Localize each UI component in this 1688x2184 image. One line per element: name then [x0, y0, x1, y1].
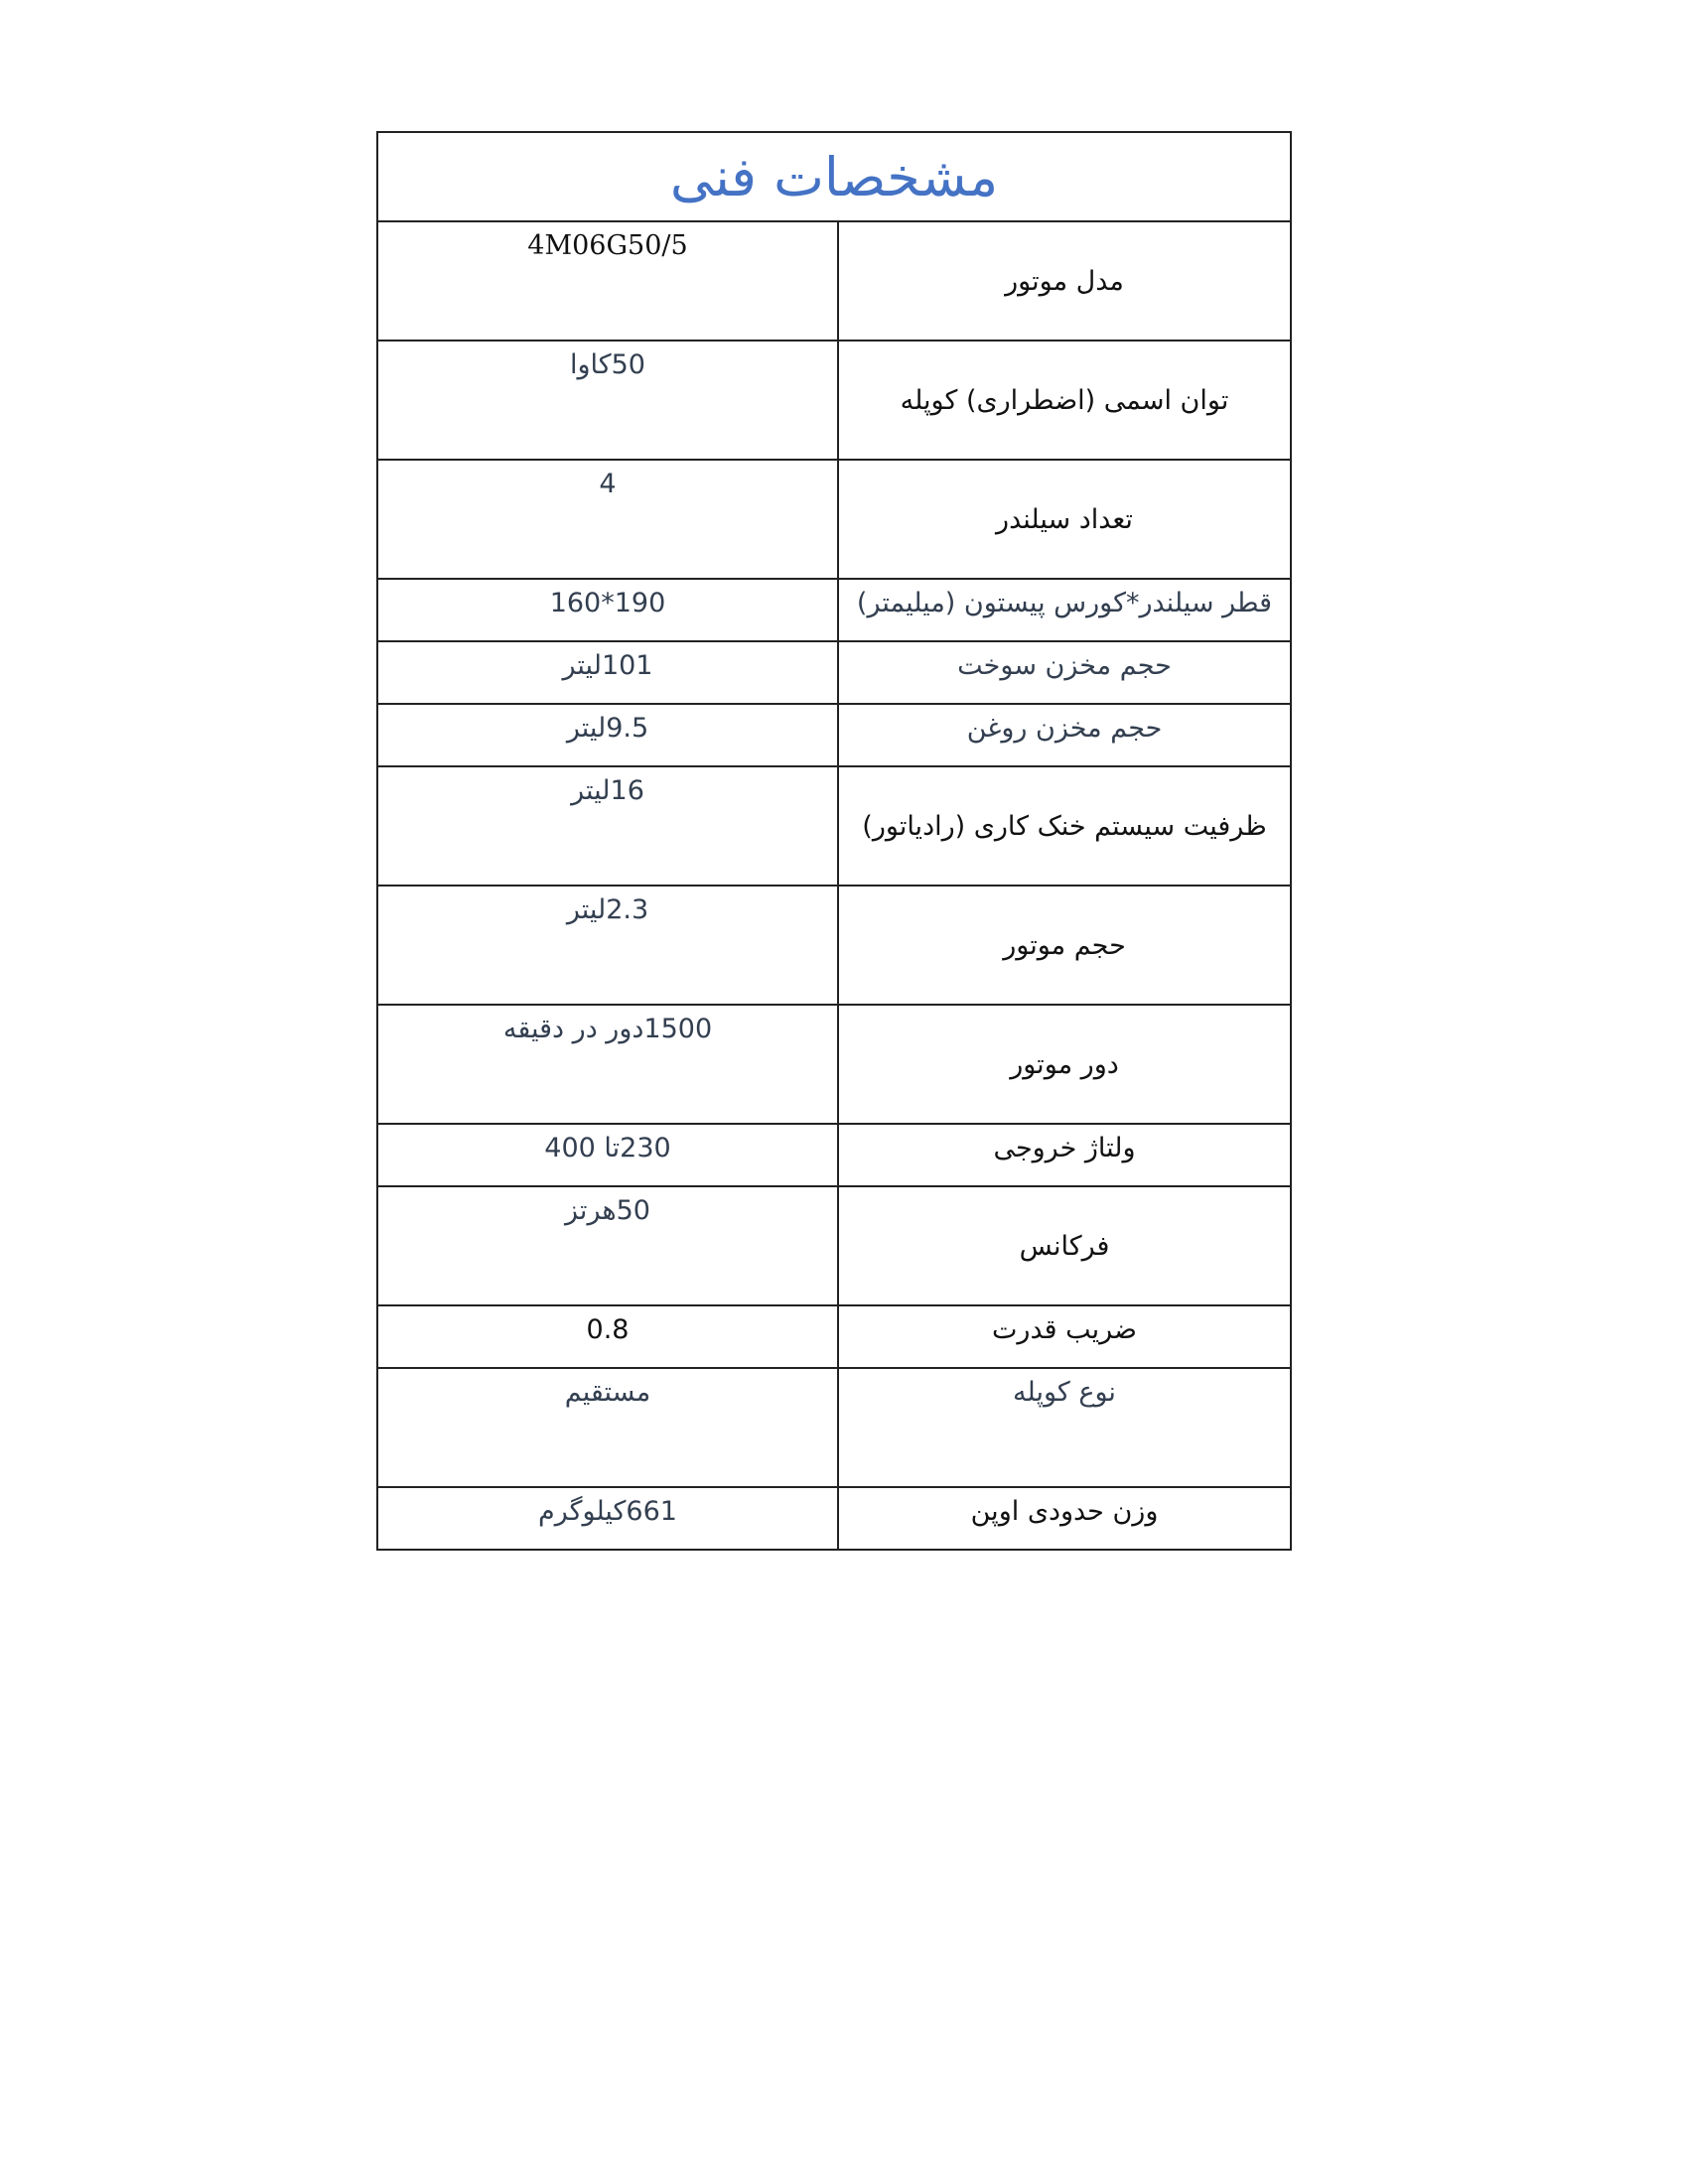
spec-value: 1500دور در دقیقه [376, 1004, 839, 1125]
table-row: حجم موتور 2.3لیتر [376, 885, 1292, 1006]
table-row: ظرفیت سیستم خنک کاری (رادیاتور) 16لیتر [376, 765, 1292, 887]
spec-label: دور موتور [837, 1004, 1292, 1125]
spec-value: 190*160 [376, 578, 839, 642]
specs-table: مشخصات فنی مدل موتور 4M06G50/5 توان اسمی… [376, 131, 1292, 1551]
spec-label: حجم مخزن روغن [837, 703, 1292, 767]
table-row: وزن حدودی اوپن 661کیلوگرم [376, 1486, 1292, 1551]
table-row: حجم مخزن روغن 9.5لیتر [376, 703, 1292, 767]
spec-value: 2.3لیتر [376, 885, 839, 1006]
spec-label: قطر سیلندر*کورس پیستون (میلیمتر) [837, 578, 1292, 642]
spec-value: مستقیم [376, 1367, 839, 1488]
table-row: تعداد سیلندر 4 [376, 459, 1292, 580]
spec-value: 4 [376, 459, 839, 580]
spec-label: وزن حدودی اوپن [837, 1486, 1292, 1551]
spec-label: ضریب قدرت [837, 1304, 1292, 1369]
table-row: دور موتور 1500دور در دقیقه [376, 1004, 1292, 1125]
table-row: فرکانس 50هرتز [376, 1185, 1292, 1306]
spec-label: فرکانس [837, 1185, 1292, 1306]
table-title: مشخصات فنی [376, 131, 1292, 222]
spec-label: توان اسمی (اضطراری) کوپله [837, 340, 1292, 461]
spec-value: 661کیلوگرم [376, 1486, 839, 1551]
spec-label: تعداد سیلندر [837, 459, 1292, 580]
title-row: مشخصات فنی [376, 131, 1292, 222]
spec-value: 50کاوا [376, 340, 839, 461]
spec-value-text: 4M06G50/5 [527, 230, 688, 261]
spec-label: نوع کوپله [837, 1367, 1292, 1488]
table-row: ضریب قدرت 0.8 [376, 1304, 1292, 1369]
spec-value: 50هرتز [376, 1185, 839, 1306]
spec-label: حجم مخزن سوخت [837, 640, 1292, 705]
spec-label: حجم موتور [837, 885, 1292, 1006]
table-row: قطر سیلندر*کورس پیستون (میلیمتر) 190*160 [376, 578, 1292, 642]
spec-value: 4M06G50/5 [376, 220, 839, 341]
table-row: مدل موتور 4M06G50/5 [376, 220, 1292, 341]
spec-label: مدل موتور [837, 220, 1292, 341]
spec-value: 230تا 400 [376, 1123, 839, 1187]
spec-label: ولتاژ خروجی [837, 1123, 1292, 1187]
spec-value: 16لیتر [376, 765, 839, 887]
spec-value: 101لیتر [376, 640, 839, 705]
table-row: ولتاژ خروجی 230تا 400 [376, 1123, 1292, 1187]
table-row: حجم مخزن سوخت 101لیتر [376, 640, 1292, 705]
table-row: توان اسمی (اضطراری) کوپله 50کاوا [376, 340, 1292, 461]
spec-value: 9.5لیتر [376, 703, 839, 767]
spec-label: ظرفیت سیستم خنک کاری (رادیاتور) [837, 765, 1292, 887]
spec-value: 0.8 [376, 1304, 839, 1369]
table-row: نوع کوپله مستقیم [376, 1367, 1292, 1488]
